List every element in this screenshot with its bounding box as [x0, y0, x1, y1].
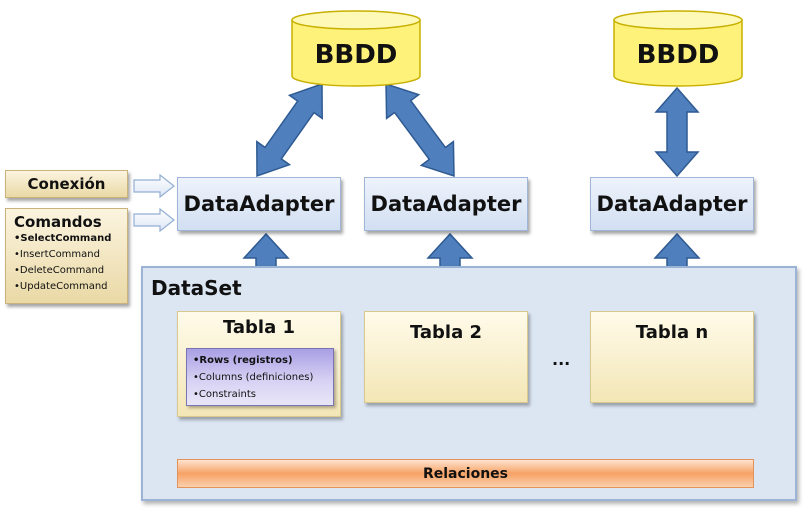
- comandos-list: •SelectCommand •InsertCommand •DeleteCom…: [14, 231, 127, 295]
- database-icon: [613, 10, 743, 87]
- data-adapter-label: DataAdapter: [596, 192, 748, 216]
- tabla-item: •Constraints: [193, 389, 256, 400]
- tabla-item: •Rows (registros): [193, 355, 293, 366]
- database-2: BBDD: [612, 10, 744, 88]
- relaciones-label: Relaciones: [422, 465, 509, 482]
- tabla-title: Tabla 2: [409, 322, 483, 343]
- tabla-title: Tabla 1: [222, 317, 296, 338]
- dataset-title: DataSet: [151, 276, 242, 300]
- data-adapter-1: DataAdapter: [177, 177, 341, 231]
- comandos-box: Comandos •SelectCommand •InsertCommand •…: [5, 208, 128, 304]
- relaciones-bar: Relaciones: [177, 459, 754, 488]
- conexion-label: Conexión: [27, 175, 106, 193]
- database-label: BBDD: [314, 40, 398, 70]
- tabla-n: Tabla n: [590, 311, 754, 403]
- conexion-input-arrow: [133, 173, 175, 199]
- database-icon: [291, 10, 421, 87]
- comandos-input-arrow: [133, 207, 175, 233]
- database-label: BBDD: [636, 40, 720, 70]
- command-item: •SelectCommand: [14, 233, 112, 244]
- data-adapter-2: DataAdapter: [364, 177, 528, 231]
- more-tables-ellipsis: ...: [552, 350, 571, 369]
- arrow-bbdd-adapter-3: [654, 86, 700, 178]
- data-adapter-label: DataAdapter: [370, 192, 522, 216]
- comandos-title: Comandos: [14, 213, 102, 231]
- database-1: BBDD: [290, 10, 422, 88]
- conexion-box: Conexión: [5, 170, 128, 198]
- tabla-title: Tabla n: [635, 322, 709, 343]
- data-adapter-3: DataAdapter: [590, 177, 754, 231]
- tabla-1: Tabla 1 •Rows (registros) •Columns (defi…: [177, 311, 341, 417]
- data-adapter-label: DataAdapter: [183, 192, 335, 216]
- arrow-bbdd-adapter-2: [385, 82, 455, 178]
- command-item: •DeleteCommand: [14, 265, 105, 276]
- tabla-2: Tabla 2: [364, 311, 528, 403]
- command-item: •InsertCommand: [14, 249, 100, 260]
- tabla-item: •Columns (definiciones): [193, 372, 314, 383]
- arrow-bbdd-adapter-1: [256, 82, 323, 178]
- tabla-1-contents: •Rows (registros) •Columns (definiciones…: [186, 348, 334, 406]
- command-item: •UpdateCommand: [14, 281, 108, 292]
